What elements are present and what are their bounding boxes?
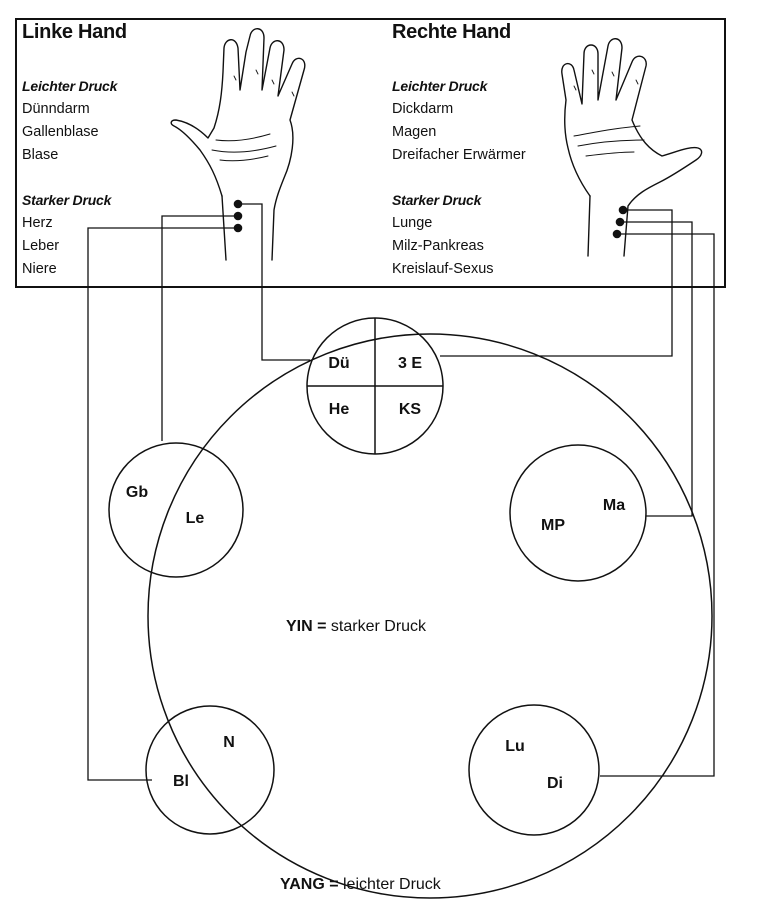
right-light-item: Dickdarm bbox=[392, 101, 454, 117]
circle-label-mp: MP bbox=[541, 517, 565, 534]
left-hand-title: Linke Hand bbox=[22, 21, 127, 43]
left-strong-item: Herz bbox=[22, 215, 53, 231]
circle-label-di: Di bbox=[547, 775, 563, 792]
right-hand-title: Rechte Hand bbox=[392, 21, 511, 43]
pulse-points bbox=[233, 199, 628, 239]
circle-label-gb: Gb bbox=[125, 484, 149, 501]
right-light-item: Dreifacher Erwärmer bbox=[392, 147, 526, 163]
center-label-bottom-left: He bbox=[328, 401, 350, 418]
yin-caption: YIN = starker Druck bbox=[286, 618, 426, 636]
circle-label-le: Le bbox=[185, 510, 205, 527]
yang-caption: YANG = leichter Druck bbox=[280, 876, 441, 894]
circle-label-n: N bbox=[223, 734, 235, 751]
right-hand-icon bbox=[561, 38, 703, 257]
center-label-bottom-right: KS bbox=[398, 401, 422, 418]
left-strong-header: Starker Druck bbox=[22, 192, 112, 208]
right-strong-item: Lunge bbox=[392, 215, 433, 231]
left-strong-item: Niere bbox=[22, 261, 57, 277]
right-strong-item: Kreislauf-Sexus bbox=[392, 261, 494, 277]
connector-lines bbox=[87, 203, 715, 781]
left-hand-icon bbox=[170, 28, 306, 261]
center-label-top-right: 3 E bbox=[397, 355, 422, 372]
circle-label-ma: Ma bbox=[602, 497, 626, 514]
left-light-item: Dünndarm bbox=[22, 101, 90, 117]
left-light-header: Leichter Druck bbox=[22, 78, 118, 94]
center-quartered-circle bbox=[306, 317, 444, 455]
yin-caption-text: YIN = starker Druck bbox=[286, 618, 427, 635]
circle-label-lu: Lu bbox=[505, 738, 525, 755]
right-light-header: Leichter Druck bbox=[392, 78, 488, 94]
left-light-item: Blase bbox=[22, 147, 59, 163]
right-strong-item: Milz-Pankreas bbox=[392, 238, 484, 254]
right-light-item: Magen bbox=[392, 124, 437, 140]
element-circles bbox=[108, 442, 647, 836]
yin-main-circle bbox=[147, 333, 713, 899]
center-label-top-left: Dü bbox=[328, 355, 350, 372]
left-strong-item: Leber bbox=[22, 238, 60, 254]
circle-label-bl: Bl bbox=[173, 773, 189, 790]
right-strong-header: Starker Druck bbox=[392, 192, 482, 208]
hands-legend-box bbox=[15, 18, 726, 288]
yang-caption-text: YANG = leichter Druck bbox=[280, 876, 441, 893]
left-light-item: Gallenblase bbox=[22, 124, 99, 140]
